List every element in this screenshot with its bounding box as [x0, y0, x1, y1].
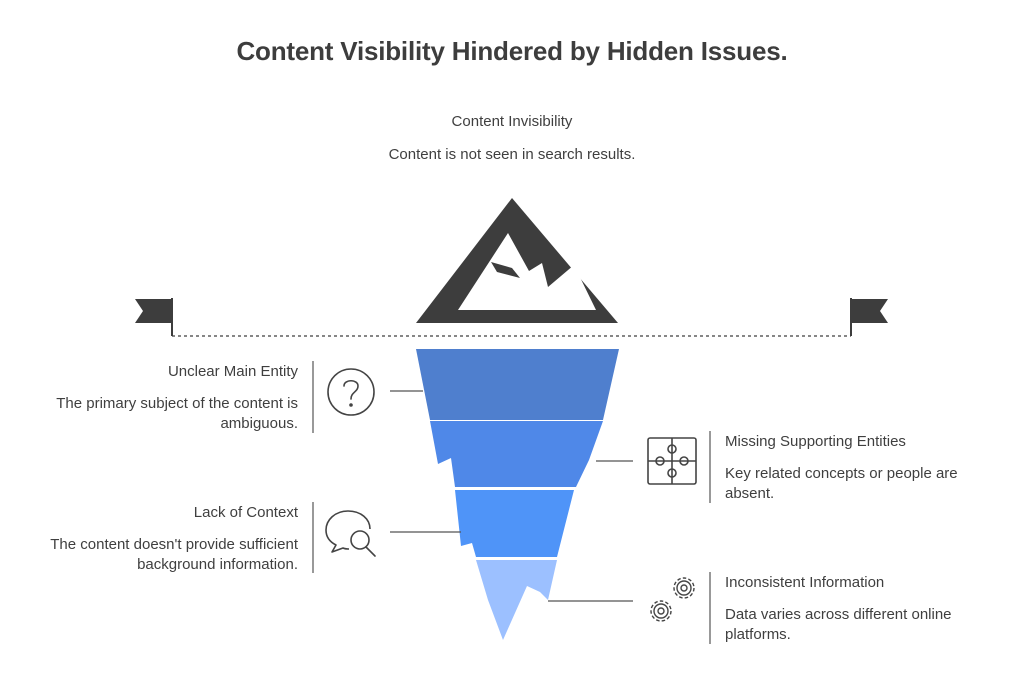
mountain-icon: [416, 198, 618, 323]
issue-description: Data varies across different online plat…: [725, 606, 952, 643]
peak-description: Content is not seen in search results.: [388, 146, 636, 163]
iceberg-layer-4: [476, 560, 557, 640]
issue-heading: Missing Supporting Entities: [725, 433, 906, 450]
connectors: [312, 361, 711, 644]
issue-heading: Unclear Main Entity: [167, 363, 298, 380]
puzzle-icon: [647, 437, 697, 485]
right-flag-icon: [850, 298, 888, 336]
issue-lack-of-context: Lack of Context The content doesn't prov…: [40, 503, 298, 575]
gears-icon: [650, 577, 695, 622]
page-title: Content Visibility Hindered by Hidden Is…: [236, 36, 788, 66]
issue-heading: Lack of Context: [193, 504, 298, 521]
peak-heading: Content Invisibility: [451, 113, 573, 130]
issue-description: The primary subject of the content is am…: [56, 395, 298, 432]
issue-description: The content doesn't provide sufficient b…: [50, 536, 298, 573]
issue-heading: Inconsistent Information: [725, 574, 885, 591]
iceberg-layer-3: [455, 490, 574, 557]
question-mark-icon: [327, 368, 375, 416]
issue-unclear-main-entity: Unclear Main Entity The primary subject …: [40, 362, 298, 434]
issue-inconsistent-information: Inconsistent Information Data varies acr…: [725, 573, 995, 645]
issue-description: Key related concepts or people are absen…: [725, 465, 958, 502]
iceberg-layer-2: [430, 421, 603, 487]
iceberg-layer-1: [416, 349, 619, 420]
left-flag-icon: [135, 298, 173, 336]
issue-missing-supporting-entities: Missing Supporting Entities Key related …: [725, 432, 995, 504]
chat-search-icon: [325, 510, 376, 557]
